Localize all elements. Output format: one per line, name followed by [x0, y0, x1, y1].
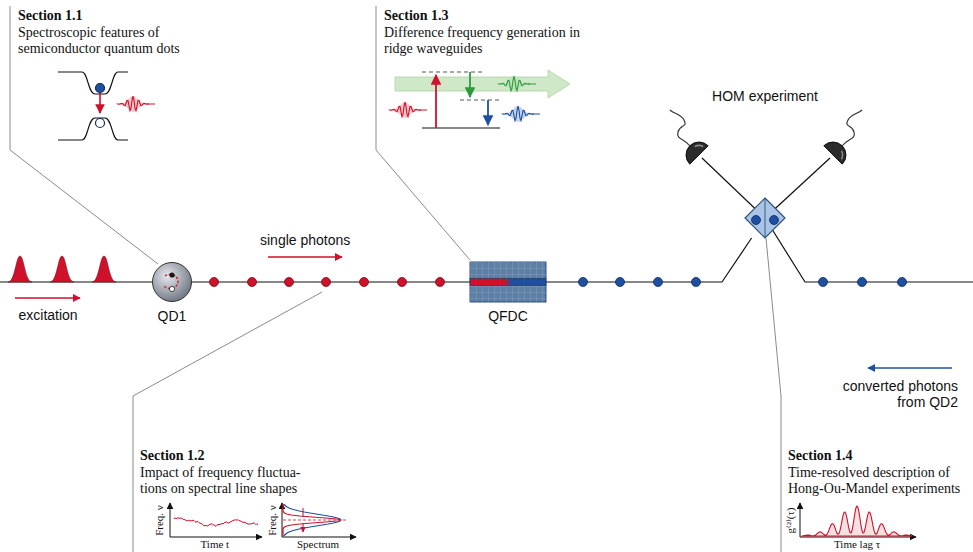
section-text: Impact of frequency fluctua- tions on sp…: [140, 465, 328, 497]
ridge-waveguide: [470, 279, 546, 286]
quantum-dot: QD1: [152, 262, 192, 302]
hole: [169, 286, 174, 291]
axis-label: Spectrum: [297, 538, 339, 551]
band-diagram: [58, 72, 128, 140]
section-heading: Section 1.4: [788, 448, 853, 464]
output-line: [765, 218, 973, 282]
axis-label: Time t: [201, 538, 230, 551]
section-text: Time-resolved description of Hong-Ou-Man…: [788, 465, 968, 497]
optical-path: [546, 238, 752, 282]
conversion-chip: QFDC: [470, 262, 546, 302]
chip-texture: [470, 262, 546, 302]
leader-line: [133, 292, 322, 552]
center-line: [283, 520, 348, 521]
axis-label: g⁽²⁾(τ): [784, 507, 797, 533]
optical-path: [192, 281, 470, 282]
packet-arrow: [532, 114, 540, 115]
wave-packet: [117, 96, 155, 112]
detector: [824, 110, 862, 164]
section-heading: Section 1.1: [18, 8, 83, 24]
frequency-trace: [174, 518, 258, 527]
conversion-chip-shape: [470, 262, 546, 302]
cube: [745, 198, 785, 238]
plot-axes: [170, 503, 916, 537]
leader-lines: [10, 6, 781, 552]
narrow-spectrum: [283, 504, 341, 536]
beam-splitter-shape: [745, 198, 785, 238]
direction-arrow: [868, 367, 952, 368]
node-label: QD1: [158, 308, 187, 324]
converted-photons: [579, 278, 907, 287]
packet-arrow: [419, 110, 427, 111]
axis-label: Time lag τ: [834, 538, 880, 551]
single-photons: [210, 278, 445, 287]
section-text: Difference frequency generation in ridge…: [384, 25, 602, 57]
packet-field: [502, 106, 534, 121]
correlation-curve: [802, 506, 912, 536]
shift-arrows: [303, 508, 304, 532]
packet-envelope: [117, 96, 149, 112]
packet-field: [498, 76, 530, 91]
detector: [670, 110, 708, 164]
node-label: QFDC: [488, 308, 528, 324]
packet-envelope: [389, 102, 421, 118]
packet-field: [117, 96, 149, 111]
beam-label: single photons: [260, 232, 350, 248]
broad-spectrum: [284, 504, 341, 536]
beam-label: converted photons from QD2: [830, 378, 958, 410]
chip-body: [470, 262, 546, 302]
wave-packet: [389, 102, 427, 118]
wave-packet: [498, 76, 536, 92]
section-heading: Section 1.2: [140, 448, 205, 464]
packet-envelope: [502, 106, 534, 122]
excitation-pulses: [8, 256, 116, 282]
direction-arrow: [15, 297, 80, 298]
electron: [169, 272, 174, 277]
direction-arrow: [268, 256, 342, 257]
dfg-scheme: [395, 70, 570, 128]
photon: [752, 216, 761, 225]
packet-arrow: [528, 84, 536, 85]
quantum-dot-shape: [152, 262, 192, 302]
beam-label: excitation: [19, 307, 78, 323]
dot-sphere: [153, 263, 192, 302]
section-text: Spectroscopic features of semiconductor …: [18, 25, 208, 57]
section-heading: Section 1.3: [384, 8, 449, 24]
packet-field: [389, 102, 421, 117]
wave-packet: [502, 106, 540, 122]
splitting-surface: [765, 198, 766, 238]
leader-line: [766, 238, 781, 552]
axis-label: Freq. ν: [152, 505, 165, 536]
axis-label: Freq. ν: [265, 505, 278, 536]
node-label: HOM experiment: [712, 88, 818, 104]
packet-arrow: [147, 104, 155, 105]
beam-splitter: HOM experiment: [745, 198, 785, 238]
packet-envelope: [498, 76, 530, 92]
photon: [770, 216, 779, 225]
